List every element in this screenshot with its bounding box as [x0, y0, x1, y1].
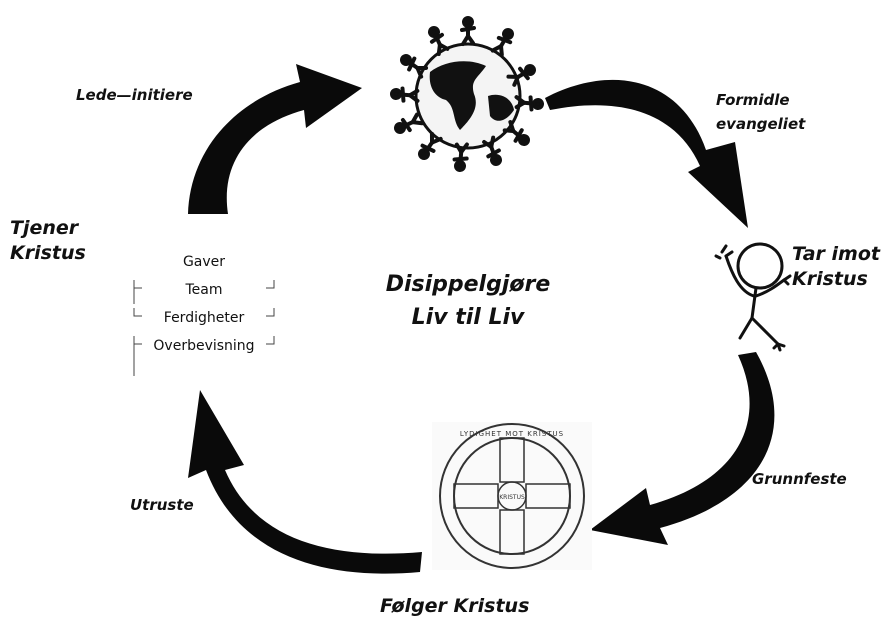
skill-item: Team: [185, 282, 223, 298]
center-title-line2: Liv til Liv: [411, 305, 525, 330]
skills-list: Gaver Team Ferdigheter Overbevisning: [128, 248, 280, 360]
globe-icon: [414, 42, 522, 150]
label-proclaim-line2: evangeliet: [716, 115, 806, 133]
arrow-lead: [188, 64, 362, 214]
label-serve-christ: Tjener Kristus: [10, 216, 86, 266]
stick-figure-icon: [714, 242, 792, 352]
label-proclaim: Formidle evangeliet: [716, 88, 805, 136]
skill-item: Gaver: [182, 254, 226, 270]
center-title-line1: Disippelgjøre: [385, 272, 551, 297]
center-title: Disippelgjøre Liv til Liv: [340, 268, 596, 334]
wheel-rim-text: LYDIGHET MOT KRISTUS: [460, 430, 564, 438]
label-receive-christ: Tar imot Kristus: [792, 242, 880, 292]
runners-icon: [390, 16, 544, 172]
label-lead: Lede—initiere: [76, 86, 193, 104]
label-equip: Utruste: [130, 496, 194, 514]
skill-item: Ferdigheter: [163, 310, 245, 326]
skill-item: Overbevisning: [153, 338, 255, 354]
label-ground: Grunnfeste: [752, 470, 847, 488]
arrow-proclaim: [545, 79, 748, 228]
skills-brackets: [133, 280, 275, 376]
arrow-equip: [188, 390, 422, 574]
arrow-ground: [590, 352, 775, 545]
wheel-hub-text: KRISTUS: [499, 494, 525, 501]
label-receive-line1: Tar imot: [792, 243, 880, 265]
label-receive-line2: Kristus: [792, 268, 868, 290]
label-serve-line1: Tjener: [10, 217, 79, 239]
wheel-icon: [432, 422, 592, 570]
label-follow-christ: Følger Kristus: [380, 595, 530, 617]
label-serve-line2: Kristus: [10, 242, 86, 264]
label-proclaim-line1: Formidle: [716, 91, 790, 109]
